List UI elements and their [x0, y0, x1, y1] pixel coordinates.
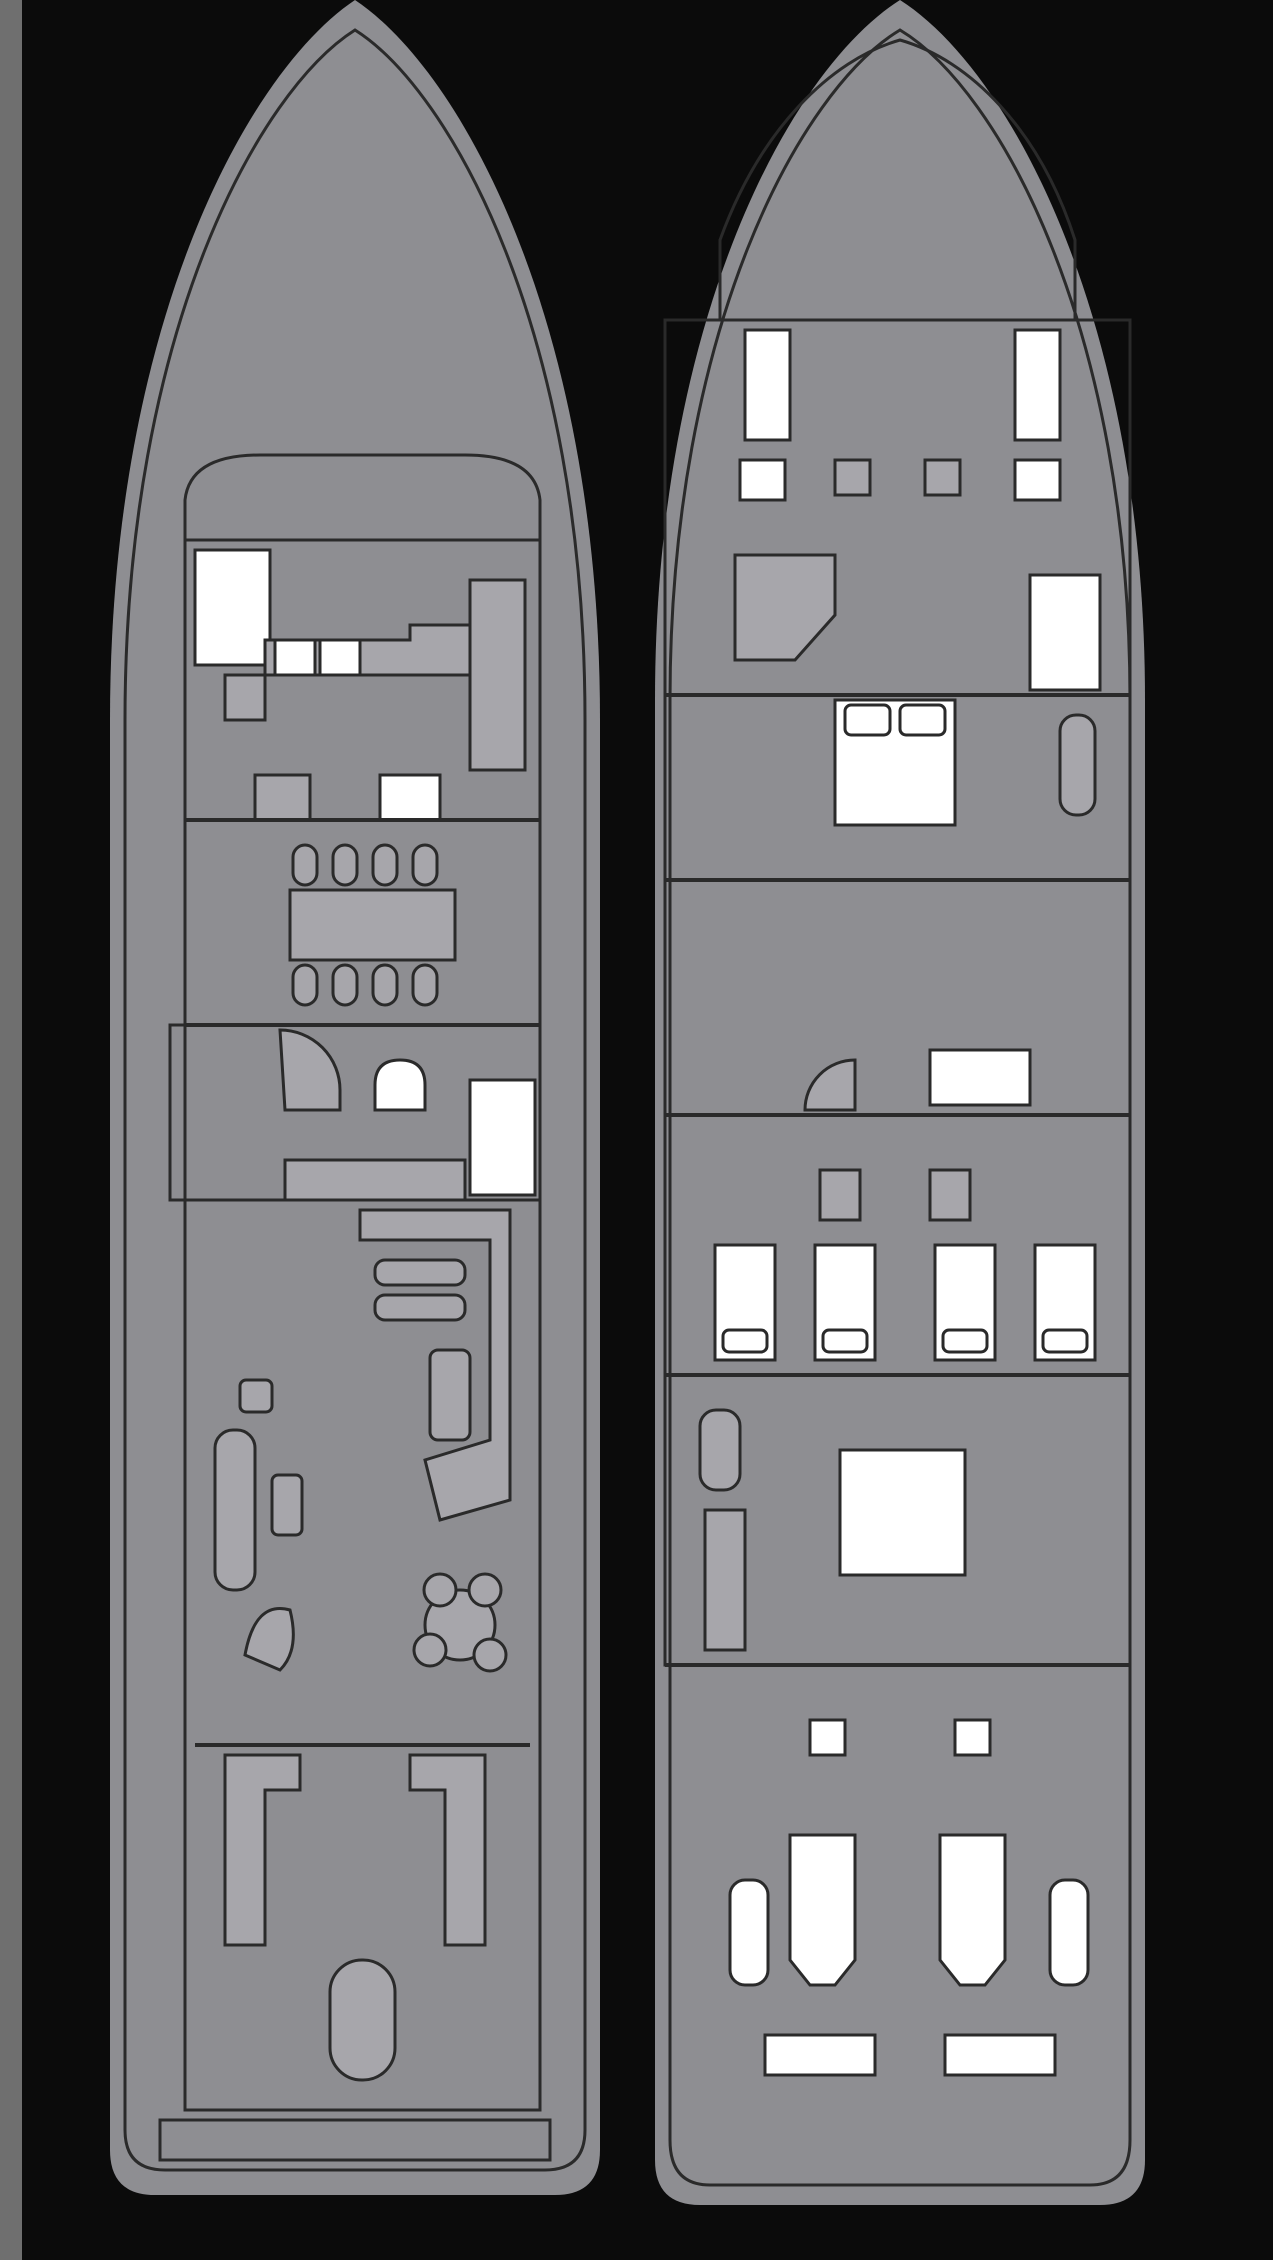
round-chair: [412, 1632, 448, 1668]
crew-shower: [833, 458, 872, 497]
lower-deck-plan: [655, 0, 1145, 2205]
dining-chair: [291, 843, 319, 887]
lobby-stair: [168, 1023, 542, 1202]
round-chair: [472, 1637, 508, 1673]
swim-platform: [158, 2118, 552, 2162]
hatch-right: [943, 2033, 1057, 2077]
main-deck-plan: [110, 0, 600, 2195]
galley-sink-left: [273, 638, 317, 677]
vip-bed: [838, 1448, 967, 1577]
crew-head: [738, 458, 787, 502]
winch-left: [808, 1718, 847, 1757]
pillow: [821, 1328, 869, 1354]
crew-bunk-aft: [1028, 573, 1102, 692]
dining-chair: [371, 963, 399, 1007]
spiral-stair: [278, 1028, 342, 1112]
galley-sink-right: [318, 638, 362, 677]
bar-stools: [283, 1158, 467, 1202]
pillow: [941, 1328, 989, 1354]
round-chair: [422, 1572, 458, 1608]
aft-capstan: [328, 1958, 397, 2082]
dining-chair: [331, 843, 359, 887]
galley: [185, 548, 540, 822]
tender-right: [938, 1833, 1007, 1987]
pillow: [843, 703, 892, 737]
day-head: [468, 1078, 537, 1197]
dining-chair: [371, 843, 399, 887]
lower-deck-hull-inner: [668, 28, 1132, 2187]
superstructure-outline: [183, 538, 542, 2112]
crew-shower: [923, 458, 962, 497]
master-settee: [1058, 713, 1097, 817]
left-border-strip: [0, 0, 22, 2260]
winch-right: [953, 1718, 992, 1757]
aft-seat-left: [223, 1753, 302, 1947]
dining-area: [185, 843, 540, 1027]
tender-garage: [728, 1718, 1090, 2077]
guest-bed: [928, 1048, 1032, 1107]
aft-seat-right: [408, 1753, 487, 1947]
tender-left: [788, 1833, 857, 1987]
crew-bunk: [743, 328, 792, 442]
guest-shower: [818, 1168, 862, 1222]
forepeak: [718, 38, 1077, 322]
vip-settee: [698, 1408, 742, 1492]
salon-sofa-l: [358, 1208, 512, 1522]
dining-chairs: [291, 843, 439, 1007]
dining-chair: [411, 843, 439, 887]
lower-spiral-stair: [803, 1058, 857, 1112]
aft-deck: [158, 1753, 552, 2162]
main-deck-hull-inner: [123, 28, 587, 2172]
salon-cushion-2: [373, 1293, 467, 1322]
guest-cabins: [665, 1048, 1130, 1377]
pillow: [721, 1328, 769, 1354]
jetski-right: [1048, 1878, 1090, 1987]
foredeck-cap: [183, 453, 542, 542]
lobby-seat: [373, 1058, 427, 1112]
vip-cabin: [665, 1408, 1130, 1667]
galley-side-counter: [468, 578, 527, 772]
dining-chair: [331, 963, 359, 1007]
pillow: [1041, 1328, 1089, 1354]
crew-head: [1013, 458, 1062, 502]
hatch-left: [763, 2033, 877, 2077]
lower-deck-hull-outer: [655, 0, 1145, 2205]
crew-cabins: [665, 328, 1130, 697]
guest-shower: [928, 1168, 972, 1222]
dining-table: [288, 888, 457, 962]
dining-chair: [291, 963, 319, 1007]
side-table: [238, 1378, 274, 1414]
vip-bath: [703, 1508, 747, 1652]
pillow: [898, 703, 947, 737]
salon-sofa-left: [213, 1428, 257, 1592]
round-chair: [467, 1572, 503, 1608]
galley-stove: [378, 773, 442, 822]
galley-cabinet: [253, 773, 312, 822]
crew-bunk: [1013, 328, 1062, 442]
master-cabin: [665, 698, 1130, 882]
salon-cushion-1: [373, 1258, 467, 1287]
twin-beds: [713, 1243, 1097, 1362]
armchair: [243, 1607, 295, 1672]
coffee-table: [428, 1348, 472, 1442]
dining-chair: [411, 963, 439, 1007]
crew-mess-seat: [733, 553, 837, 662]
jetski-left: [728, 1878, 770, 1987]
galley-fridge: [193, 548, 272, 667]
ottoman: [270, 1473, 304, 1537]
salon: [195, 1208, 530, 1747]
